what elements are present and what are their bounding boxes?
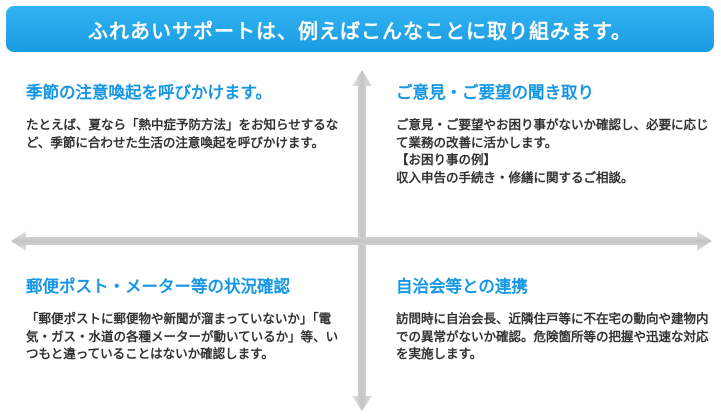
quadrant-community-cooperation: 自治会等との連携 訪問時に自治会長、近隣住戸等に不在宅の動向や建物内での異常がな…: [396, 276, 714, 363]
quadrant-mailbox-meter-check: 郵便ポスト・メーター等の状況確認 「郵便ポストに郵便物や新聞が溜まっていないか」…: [26, 276, 342, 363]
quadrant-text: ご意見・ご要望やお困り事がないか確認し、必要に応じて業務の改善に活かします。: [396, 117, 709, 150]
quadrant-title: 郵便ポスト・メーター等の状況確認: [26, 277, 290, 296]
example-heading: 【お困り事の例】: [396, 152, 497, 167]
quadrant-text: 「郵便ポストに郵便物や新聞が溜まっていないか」「電気・ガス・水道の各種メーターが…: [26, 311, 339, 361]
quadrant-title: 自治会等との連携: [396, 277, 528, 296]
quadrant-title: 季節の注意喚起を呼びかけます。: [26, 83, 272, 102]
quadrant-title: ご意見・ご要望の聞き取り: [396, 83, 594, 102]
quadrant-feedback: ご意見・ご要望の聞き取り ご意見・ご要望やお困り事がないか確認し、必要に応じて業…: [396, 82, 714, 186]
quadrant-text: たとえば、夏なら「熱中症予防方法」をお知らせするなど、季節に合わせた生活の注意喚…: [26, 117, 339, 150]
quadrant-text: 訪問時に自治会長、近隣住戸等に不在宅の動向や建物内での異常がないか確認。危険箇所…: [396, 311, 709, 361]
header-banner: ふれあいサポートは、例えばこんなことに取り組みます。: [6, 6, 714, 52]
example-text: 収入申告の手続き・修繕に関するご相談。: [396, 169, 634, 185]
horizontal-double-arrow: [11, 231, 712, 251]
banner-title: ふれあいサポートは、例えばこんなことに取り組みます。: [88, 18, 632, 43]
quadrant-seasonal-alerts: 季節の注意喚起を呼びかけます。 たとえば、夏なら「熱中症予防方法」をお知らせする…: [26, 82, 342, 151]
